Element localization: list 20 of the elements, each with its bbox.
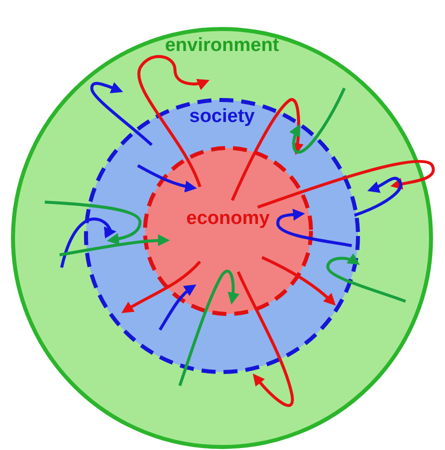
arrow — [354, 176, 402, 217]
arrow — [59, 234, 170, 256]
arrow — [236, 271, 294, 407]
arrow — [257, 160, 435, 209]
circle-label: society — [189, 106, 255, 127]
arrow — [60, 218, 116, 268]
arrow — [289, 88, 346, 154]
arrow — [276, 208, 352, 248]
arrow — [44, 200, 142, 245]
arrow — [137, 164, 198, 192]
arrow — [137, 55, 210, 188]
arrow — [261, 256, 336, 306]
arrow — [158, 284, 196, 331]
arrow — [121, 260, 202, 313]
arrow — [230, 98, 304, 202]
circle-label: environment — [164, 35, 280, 56]
arrow — [178, 270, 240, 386]
arrow — [90, 82, 153, 146]
circle-label: economy — [186, 208, 270, 229]
arrow — [326, 253, 406, 303]
